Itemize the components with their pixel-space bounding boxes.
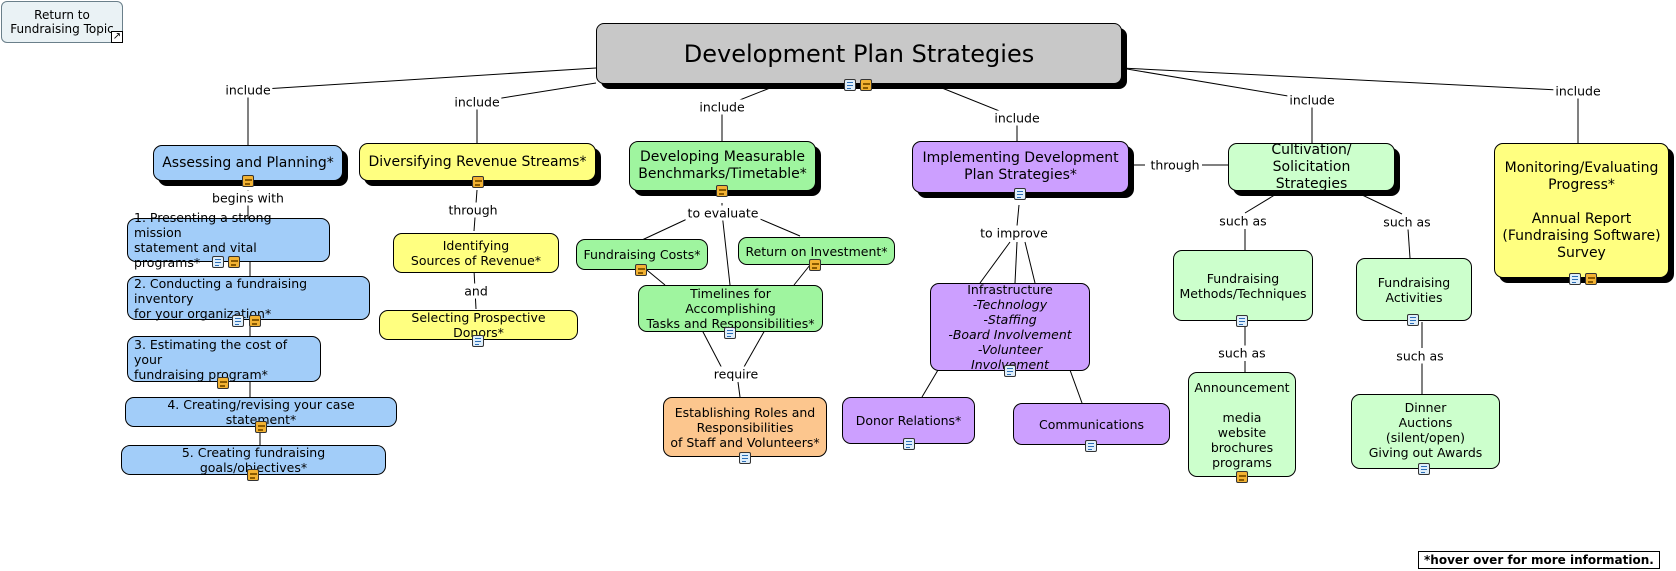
implementing-strategies-label: Implementing Development Plan Strategies… [922, 150, 1119, 183]
link-label-to-improve: to improve [978, 225, 1050, 241]
link-label-through: through [446, 202, 500, 218]
document-icon[interactable] [1407, 314, 1419, 326]
establishing-roles-node[interactable]: Establishing Roles and Responsibilities … [663, 397, 827, 457]
document-icon[interactable] [1236, 315, 1248, 327]
establishing-roles-label: Establishing Roles and Responsibilities … [670, 404, 820, 450]
infrastructure-node[interactable]: Infrastructure -Technology -Staffing -Bo… [930, 282, 1090, 372]
document-icon[interactable] [1014, 188, 1026, 200]
fundraising-methods-label: Fundraising Methods/Techniques [1179, 270, 1307, 301]
step2-node[interactable]: 2. Conducting a fundraising inventory fo… [127, 275, 370, 321]
diversifying-revenue-node[interactable]: Diversifying Revenue Streams* [359, 143, 596, 181]
notes-icon[interactable] [217, 377, 229, 389]
step5-node[interactable]: 5. Creating fundraising goals/objectives… [121, 445, 386, 475]
return-on-investment-label: Return on Investment* [745, 243, 888, 259]
document-icon[interactable] [903, 438, 915, 450]
implementing-strategies-node[interactable]: Implementing Development Plan Strategies… [912, 141, 1129, 193]
dinner-node[interactable]: Dinner Auctions (silent/open) Giving out… [1351, 394, 1500, 469]
notes-icon[interactable] [472, 176, 484, 188]
timelines-node[interactable]: Timelines for Accomplishing Tasks and Re… [638, 285, 823, 332]
step1-label: 1. Presenting a strong mission statement… [134, 210, 272, 270]
notes-icon[interactable] [716, 185, 728, 197]
link-label-include: include [1287, 92, 1337, 108]
root-title: Development Plan Strategies [683, 39, 1035, 68]
link-label-include: include [223, 82, 273, 98]
link-label-such-as: such as [1381, 214, 1433, 230]
assessing-planning-label: Assessing and Planning* [162, 154, 334, 171]
step5-label: 5. Creating fundraising goals/objectives… [181, 445, 326, 475]
step1-node[interactable]: 1. Presenting a strong mission statement… [127, 210, 330, 270]
cultivation-solicitation-label: Cultivation/ Solicitation Strategies [1271, 141, 1352, 192]
link-label-through: through [1148, 157, 1202, 173]
infra-item-board: -Board Involvement [948, 327, 1072, 342]
measurable-benchmarks-node[interactable]: Developing Measurable Benchmarks/Timetab… [629, 141, 816, 191]
cultivation-solicitation-node[interactable]: Cultivation/ Solicitation Strategies [1228, 141, 1395, 192]
hover-hint-footer: *hover over for more information. [1418, 551, 1660, 569]
document-icon[interactable] [844, 79, 856, 91]
document-icon[interactable] [1569, 273, 1581, 285]
link-label-require: require [711, 366, 761, 382]
selecting-donors-label: Selecting Prospective Donors* [411, 310, 546, 340]
step2-label: 2. Conducting a fundraising inventory fo… [134, 275, 308, 321]
link-label-such-as: such as [1216, 345, 1268, 361]
root-node[interactable]: Development Plan Strategies [596, 23, 1122, 84]
donor-relations-label: Donor Relations* [855, 413, 962, 428]
notes-icon[interactable] [255, 421, 267, 433]
fundraising-methods-node[interactable]: Fundraising Methods/Techniques [1173, 250, 1313, 321]
step4-label: 4. Creating/revising your case statement… [167, 397, 355, 427]
announcement-node[interactable]: Announcement media website brochures pro… [1188, 372, 1296, 477]
notes-icon[interactable] [228, 256, 240, 268]
notes-icon[interactable] [247, 469, 259, 481]
notes-icon[interactable] [242, 175, 254, 187]
document-icon[interactable] [724, 327, 736, 339]
link-label-begins-with: begins with [210, 190, 286, 206]
notes-icon[interactable] [249, 315, 261, 327]
document-icon[interactable] [1004, 365, 1016, 377]
diversifying-revenue-label: Diversifying Revenue Streams* [368, 153, 587, 170]
dinner-label: Dinner Auctions (silent/open) Giving out… [1368, 400, 1483, 460]
measurable-benchmarks-label: Developing Measurable Benchmarks/Timetab… [638, 149, 807, 182]
link-label-such-as: such as [1217, 213, 1269, 229]
identifying-sources-node[interactable]: Identifying Sources of Revenue* [393, 233, 559, 273]
timelines-label: Timelines for Accomplishing Tasks and Re… [646, 286, 815, 331]
infra-item-volunteer: -Volunteer Involvement [971, 342, 1049, 372]
step3-node[interactable]: 3. Estimating the cost of your fundraisi… [127, 336, 321, 382]
document-icon[interactable] [472, 335, 484, 347]
infrastructure-label: Infrastructure [967, 282, 1053, 297]
document-icon[interactable] [232, 315, 244, 327]
fundraising-activities-node[interactable]: Fundraising Activities [1356, 258, 1472, 321]
infra-item-technology: -Technology [972, 297, 1048, 312]
link-label-include: include [992, 110, 1042, 126]
notes-icon[interactable] [635, 264, 647, 276]
infra-item-staffing: -Staffing [983, 312, 1037, 327]
monitoring-evaluating-label: Monitoring/Evaluating Progress* Annual R… [1502, 159, 1661, 261]
link-label-include: include [697, 99, 747, 115]
document-icon[interactable] [1085, 440, 1097, 452]
document-icon[interactable] [739, 452, 751, 464]
link-label-such-as: such as [1394, 348, 1446, 364]
donor-relations-node[interactable]: Donor Relations* [842, 397, 975, 444]
link-label-to-evaluate: to evaluate [685, 205, 761, 221]
external-link-icon: ↗ [111, 31, 123, 43]
return-button-label: Return to Fundraising Topic [10, 8, 114, 36]
notes-icon[interactable] [860, 79, 872, 91]
step3-label: 3. Estimating the cost of your fundraisi… [134, 336, 288, 382]
fundraising-costs-label: Fundraising Costs* [583, 247, 701, 262]
notes-icon[interactable] [1585, 273, 1597, 285]
notes-icon[interactable] [809, 259, 821, 271]
announcement-label: Announcement media website brochures pro… [1194, 379, 1290, 470]
document-icon[interactable] [212, 256, 224, 268]
communications-label: Communications [1038, 416, 1145, 432]
document-icon[interactable] [1418, 463, 1430, 475]
monitoring-evaluating-node[interactable]: Monitoring/Evaluating Progress* Annual R… [1494, 143, 1669, 278]
link-label-and: and [462, 283, 490, 299]
link-label-include: include [1553, 83, 1603, 99]
communications-node[interactable]: Communications [1013, 403, 1170, 445]
fundraising-activities-label: Fundraising Activities [1377, 274, 1451, 305]
identifying-sources-label: Identifying Sources of Revenue* [410, 238, 542, 268]
notes-icon[interactable] [1236, 471, 1248, 483]
return-to-fundraising-topic-button[interactable]: Return to Fundraising Topic ↗ [1, 1, 123, 43]
link-label-include: include [452, 94, 502, 110]
